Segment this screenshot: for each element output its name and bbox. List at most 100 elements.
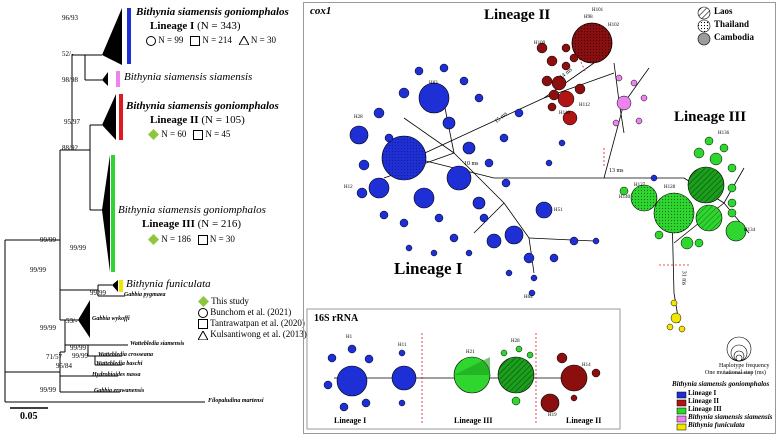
lineage-2-haplotypes — [536, 22, 613, 126]
rrna-haplotype-h14 — [560, 364, 588, 392]
lineage-legend-swatches — [676, 391, 687, 431]
lineage-2-title: Lineage II (N = 105) — [150, 114, 245, 126]
haplotype-label: H12 — [344, 185, 353, 190]
rrna-haplotype — [398, 399, 406, 407]
outgroup-label: Gabbia wykoffi — [92, 316, 130, 322]
legend-item-lineage-2: Lineage II — [688, 397, 719, 405]
rrna-title: 16S rRNA — [314, 313, 359, 324]
legend-item-lineage-3: Lineage III — [688, 405, 722, 413]
legend-item-funiculata: Bithynia funiculata — [688, 421, 745, 429]
outgroup-label: Wattebledia crosseana — [98, 352, 154, 358]
lineage-3-bar — [111, 155, 115, 272]
outgroup-label: Filopaludina martensi — [208, 398, 264, 404]
node-support: 99/99 — [30, 266, 46, 274]
haplotype-label: H28 — [354, 115, 363, 120]
haplotype-label: H98 — [584, 15, 593, 20]
clade-triangle-lineage-2 — [102, 94, 116, 140]
rrna-haplotype — [511, 396, 521, 406]
diamond-icon — [148, 234, 159, 246]
rrna-lineage-3: Lineage III — [454, 416, 493, 425]
haplotype-label: H134 — [744, 228, 756, 233]
step-label: 13 ms — [609, 168, 624, 174]
step-label: 10 ms — [464, 161, 479, 167]
rrna-haplotype-h18 — [540, 393, 560, 413]
lineage-1-title: Lineage I (N = 343) — [150, 20, 241, 32]
legend-title: Bithynia siamensis goniomphalos — [672, 380, 770, 388]
node-support: 71/57 — [46, 353, 62, 361]
support-lineage-3: 88/92 — [62, 144, 78, 152]
haplotype-label: H112 — [579, 103, 590, 108]
node-support: 99/99 — [40, 236, 56, 244]
lineage-3-title: Lineage III (N = 216) — [142, 218, 242, 230]
rrna-lineage-1: Lineage I — [334, 416, 367, 425]
phylogenetic-tree: 96/93 Bithynia siamensis goniomphalos Li… — [0, 0, 307, 436]
rrna-haplotype-h1 — [336, 365, 368, 397]
node-support: 99/99 — [40, 386, 56, 394]
step-key-label: One mutational step (ms) — [705, 370, 766, 376]
rrna-haplotype — [398, 349, 406, 357]
rrna-haplotype-label: H28 — [511, 339, 520, 344]
rrna-haplotype — [570, 394, 578, 402]
rrna-haplotype-label: H19 — [548, 413, 557, 418]
node-support: 52/- — [62, 50, 74, 58]
rrna-haplotype — [500, 349, 508, 357]
haplotype-label: H140 — [619, 195, 631, 200]
square-icon — [190, 35, 201, 46]
circle-icon — [146, 35, 156, 46]
scale-label: 0.05 — [20, 411, 38, 422]
support-siamensis: 98/98 — [62, 76, 78, 84]
diamond-icon — [198, 296, 209, 308]
taxon-lineage-1: Bithynia siamensis goniomphalos — [136, 6, 289, 18]
laos-swatch — [697, 6, 711, 20]
lineage-1-bar — [127, 8, 131, 64]
rrna-haplotype-h21-sector — [454, 357, 490, 375]
rrna-haplotype — [515, 345, 523, 353]
node-support: 53/- — [66, 317, 78, 325]
lineage-3-haplotypes — [619, 136, 747, 250]
outgroup-label: Hydrobioides nassa — [92, 372, 141, 378]
funiculata-bar — [119, 280, 123, 292]
country-thailand: Thailand — [714, 19, 750, 29]
support-lineage-1: 96/93 — [62, 14, 78, 22]
rrna-haplotype — [556, 352, 568, 364]
diamond-icon — [148, 129, 159, 141]
siamensis-bar — [116, 71, 120, 87]
rrna-lineage-2: Lineage II — [566, 416, 602, 425]
clade-triangle-gabbia-wykoffi — [78, 300, 90, 338]
taxon-lineage-3: Bithynia siamensis goniomphalos — [118, 204, 266, 216]
lineage-3-counts: N = 186 N = 30 — [148, 234, 235, 246]
frequency-key-label: Haplotype frequency — [719, 363, 770, 369]
node-support: 99/99 — [40, 324, 56, 332]
rrna-haplotype — [347, 344, 357, 354]
support-funiculata: 99/99 — [90, 289, 106, 297]
haplotype-label: H110 — [559, 111, 570, 116]
lineage-1-counts: N = 99 N = 214 N = 30 — [146, 35, 276, 46]
lineage-2-network-label: Lineage II — [484, 7, 551, 23]
node-support: 99/99 — [72, 352, 88, 360]
taxon-funiculata: Bithynia funiculata — [126, 278, 211, 290]
taxon-lineage-2: Bithynia siamensis goniomphalos — [126, 100, 279, 112]
thailand-swatch — [697, 19, 711, 33]
rrna-haplotype — [591, 368, 601, 378]
clade-triangle-siamensis — [102, 72, 108, 86]
rrna-haplotype-label: H1 — [346, 335, 353, 340]
haplotype-label: H109 — [534, 41, 546, 46]
rrna-haplotype — [364, 354, 374, 364]
network-svg — [306, 6, 753, 431]
rrna-haplotype — [323, 380, 333, 390]
clade-triangle-funiculata — [112, 280, 118, 292]
rrna-haplotype-h11 — [391, 365, 417, 391]
rrna-haplotype — [327, 353, 337, 363]
lineage-1-network-label: Lineage I — [394, 259, 463, 278]
lineage-2-counts: N = 60 N = 45 — [148, 129, 230, 141]
tree-svg — [4, 8, 205, 409]
rrna-haplotype-label: H21 — [466, 350, 475, 355]
rrna-haplotype — [361, 398, 371, 408]
step-label: 31 ms — [680, 270, 687, 286]
outgroup-label: Wattebledia siamensis — [130, 341, 185, 347]
circle-icon — [198, 308, 208, 319]
legend-item-siamensis: Bithynia siamensis siamensis — [688, 413, 773, 421]
lineage-3-network-label: Lineage III — [674, 109, 747, 125]
outgroup-label: Gabbia erawanensis — [94, 388, 145, 394]
funiculata-haplotypes — [666, 299, 686, 333]
